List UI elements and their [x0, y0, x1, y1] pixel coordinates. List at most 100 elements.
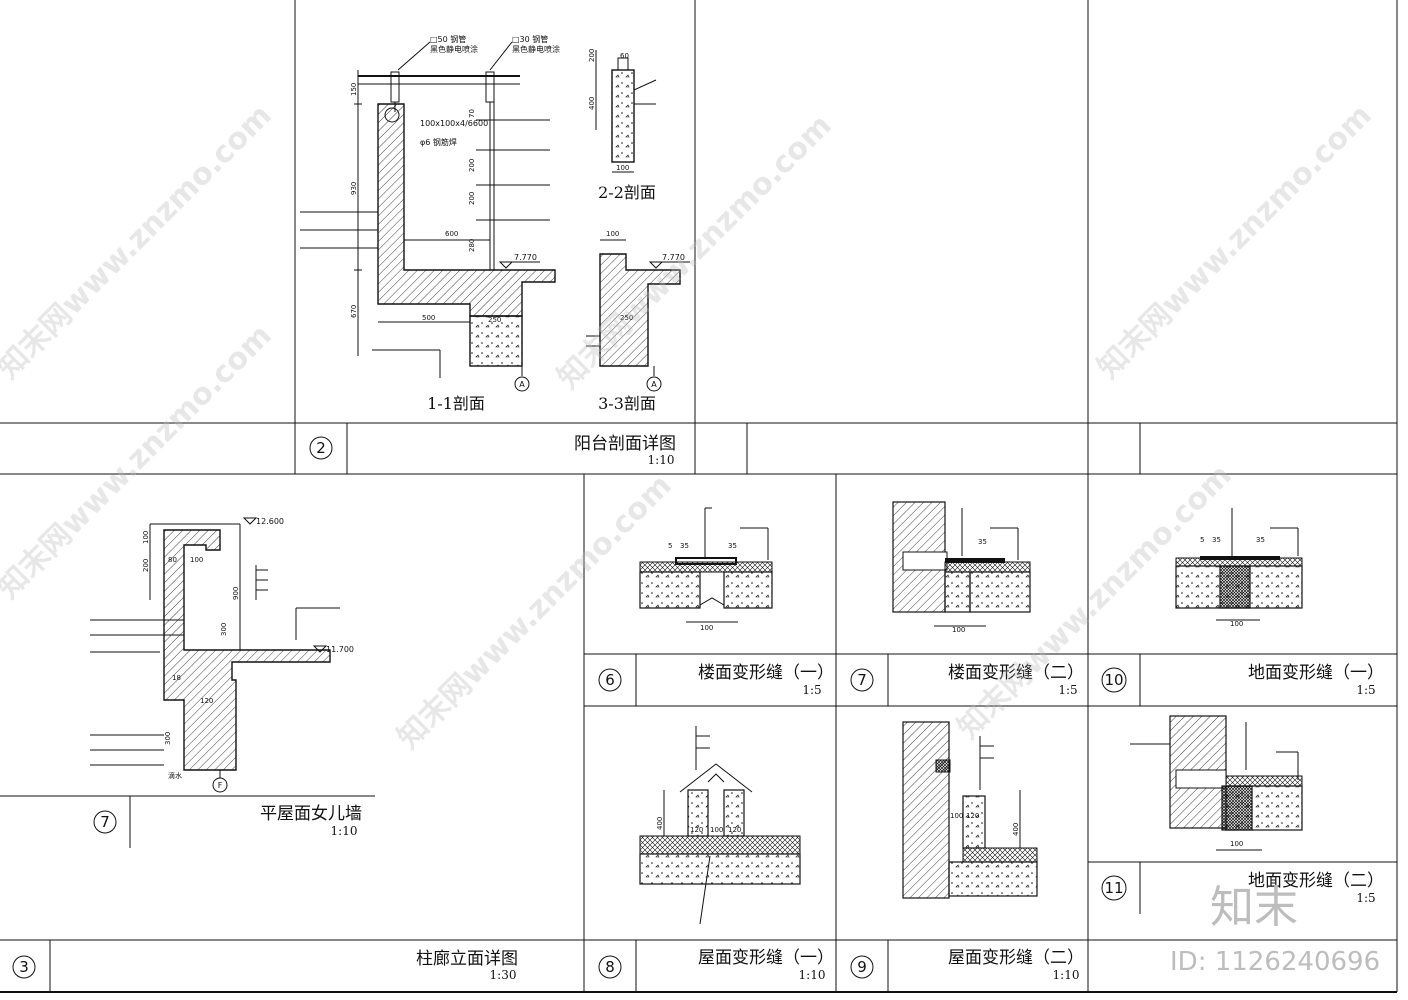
parapet-detail: 12.600 11.700 100 200 80 100 900 300 300…: [90, 517, 354, 793]
detail-number: 11: [1104, 879, 1123, 897]
dim-label: 120: [200, 697, 213, 705]
balcony-section-1-1: 150 930 670 500 600 250 200 200 280 70 □…: [300, 34, 560, 413]
detail-title: 楼面变形缝（一）: [698, 663, 834, 683]
dim-label: 600: [445, 230, 458, 238]
watermark-text: 知末网www.znzmo.com: [0, 318, 279, 606]
detail-scale: 1:5: [802, 683, 821, 697]
note-label: 滴水: [168, 771, 182, 780]
watermark-text: 知末网www.znzmo.com: [1091, 98, 1379, 386]
dim-label: 400: [656, 817, 664, 830]
detail-scale: 1:10: [799, 968, 826, 982]
dim-label: 35: [728, 542, 737, 550]
detail-scale: 1:10: [648, 453, 675, 467]
dim-label: 35: [1256, 536, 1265, 544]
detail-number: 8: [605, 958, 615, 976]
floor-joint-7b: 100 35: [892, 501, 1031, 634]
title-block-7a: 7 平屋面女儿墙 1:10: [93, 804, 362, 838]
dim-label: 80: [168, 556, 177, 564]
dim-label: 250: [620, 314, 633, 322]
note-label: 黑色静电喷涂: [430, 44, 478, 54]
dim-label: 100: [952, 626, 965, 634]
axis-label: A: [651, 380, 657, 389]
detail-title: 楼面变形缝（二）: [948, 663, 1084, 683]
detail-scale: 1:10: [1053, 968, 1080, 982]
detail-number: 9: [857, 958, 867, 976]
title-block-8: 8 屋面变形缝（一） 1:10: [598, 948, 834, 982]
roof-joint-9: 400 100 120: [902, 721, 1038, 899]
detail-scale: 1:5: [1356, 683, 1375, 697]
watermark-text: 知末网www.znzmo.com: [391, 468, 679, 756]
dim-label: 280: [468, 239, 476, 252]
dim-label: 120: [966, 812, 979, 820]
dim-label: 500: [422, 314, 435, 322]
title-block-3: 3 柱廊立面详图 1:30: [12, 949, 518, 982]
detail-title: 地面变形缝（二）: [1248, 871, 1384, 891]
detail-title: 屋面变形缝（一）: [698, 948, 834, 968]
watermark-id: ID: 1126240696: [1170, 947, 1380, 977]
balcony-section-3-3: 100 7.770 250 A 3-3剖面: [586, 230, 690, 413]
detail-title: 地面变形缝（一）: [1248, 663, 1384, 683]
dim-label: 200: [142, 559, 150, 572]
detail-title: 平屋面女儿墙: [260, 804, 362, 824]
balcony-section-2-2: 200 400 60 100 2-2剖面: [588, 49, 657, 202]
dim-label: 100: [950, 812, 963, 820]
dim-label: 60: [620, 52, 629, 60]
section-label: 3-3剖面: [598, 394, 656, 413]
dim-label: 300: [164, 732, 172, 745]
dim-label: 400: [588, 97, 596, 110]
dim-label: 70: [468, 109, 476, 118]
dim-label: 5: [668, 542, 672, 550]
detail-scale: 1:5: [1356, 891, 1375, 905]
dim-label: 100: [616, 164, 629, 172]
detail-number: 6: [605, 671, 615, 689]
section-label: 1-1剖面: [427, 394, 485, 413]
detail-number: 7: [100, 813, 110, 831]
dim-label: 200: [468, 159, 476, 172]
dim-label: 670: [350, 305, 358, 318]
dim-label: 120: [728, 826, 741, 834]
title-block-6: 6 楼面变形缝（一） 1:5: [598, 663, 834, 697]
section-label: 2-2剖面: [598, 183, 656, 202]
detail-number: 7: [857, 671, 867, 689]
detail-scale: 1:5: [1058, 683, 1077, 697]
dim-label: 120: [690, 826, 703, 834]
title-block-10: 10 地面变形缝（一） 1:5: [1101, 663, 1384, 697]
dim-label: 100: [1230, 620, 1243, 628]
dim-label: 18: [172, 674, 181, 682]
detail-title: 柱廊立面详图: [416, 949, 518, 969]
dim-label: 250: [488, 316, 501, 324]
detail-number: 10: [1104, 671, 1123, 689]
title-block-9: 9 屋面变形缝（二） 1:10: [850, 948, 1084, 982]
ground-joint-10: 100 5 35 35: [1175, 508, 1303, 628]
dim-label: 200: [588, 49, 596, 62]
watermark-logo: 知末: [1210, 882, 1298, 933]
elevation-label: 11.700: [326, 645, 354, 654]
dim-label: 150: [350, 83, 358, 96]
dim-label: 930: [350, 182, 358, 195]
detail-scale: 1:30: [490, 968, 517, 982]
floor-joint-6: 100 5 35 35: [639, 507, 773, 632]
dim-label: 100: [190, 556, 203, 564]
note-label: □30 钢管: [512, 34, 548, 44]
dim-label: 35: [978, 538, 987, 546]
detail-number: 2: [316, 439, 326, 457]
dim-label: 5: [1200, 536, 1204, 544]
note-label: □50 钢管: [430, 34, 466, 44]
ground-joint-11: 100: [1130, 715, 1303, 851]
dim-label: 400: [1012, 823, 1020, 836]
dim-label: 100: [700, 624, 713, 632]
note-label: φ6 钢筋焊: [420, 137, 457, 147]
elevation-label: 7.770: [514, 253, 537, 262]
note-label: 黑色静电喷涂: [512, 44, 560, 54]
note-label: 100x100x4/6600: [420, 119, 488, 128]
detail-number: 3: [19, 958, 29, 976]
title-block-11: 11 地面变形缝（二） 1:5: [1101, 871, 1384, 905]
axis-label: F: [218, 781, 223, 790]
elevation-label: 12.600: [256, 517, 284, 526]
dim-label: 100: [710, 826, 723, 834]
detail-title: 屋面变形缝（二）: [948, 948, 1084, 968]
dim-label: 35: [1212, 536, 1221, 544]
title-block-2: 2 阳台剖面详图 1:10: [309, 434, 676, 467]
dim-label: 200: [468, 192, 476, 205]
